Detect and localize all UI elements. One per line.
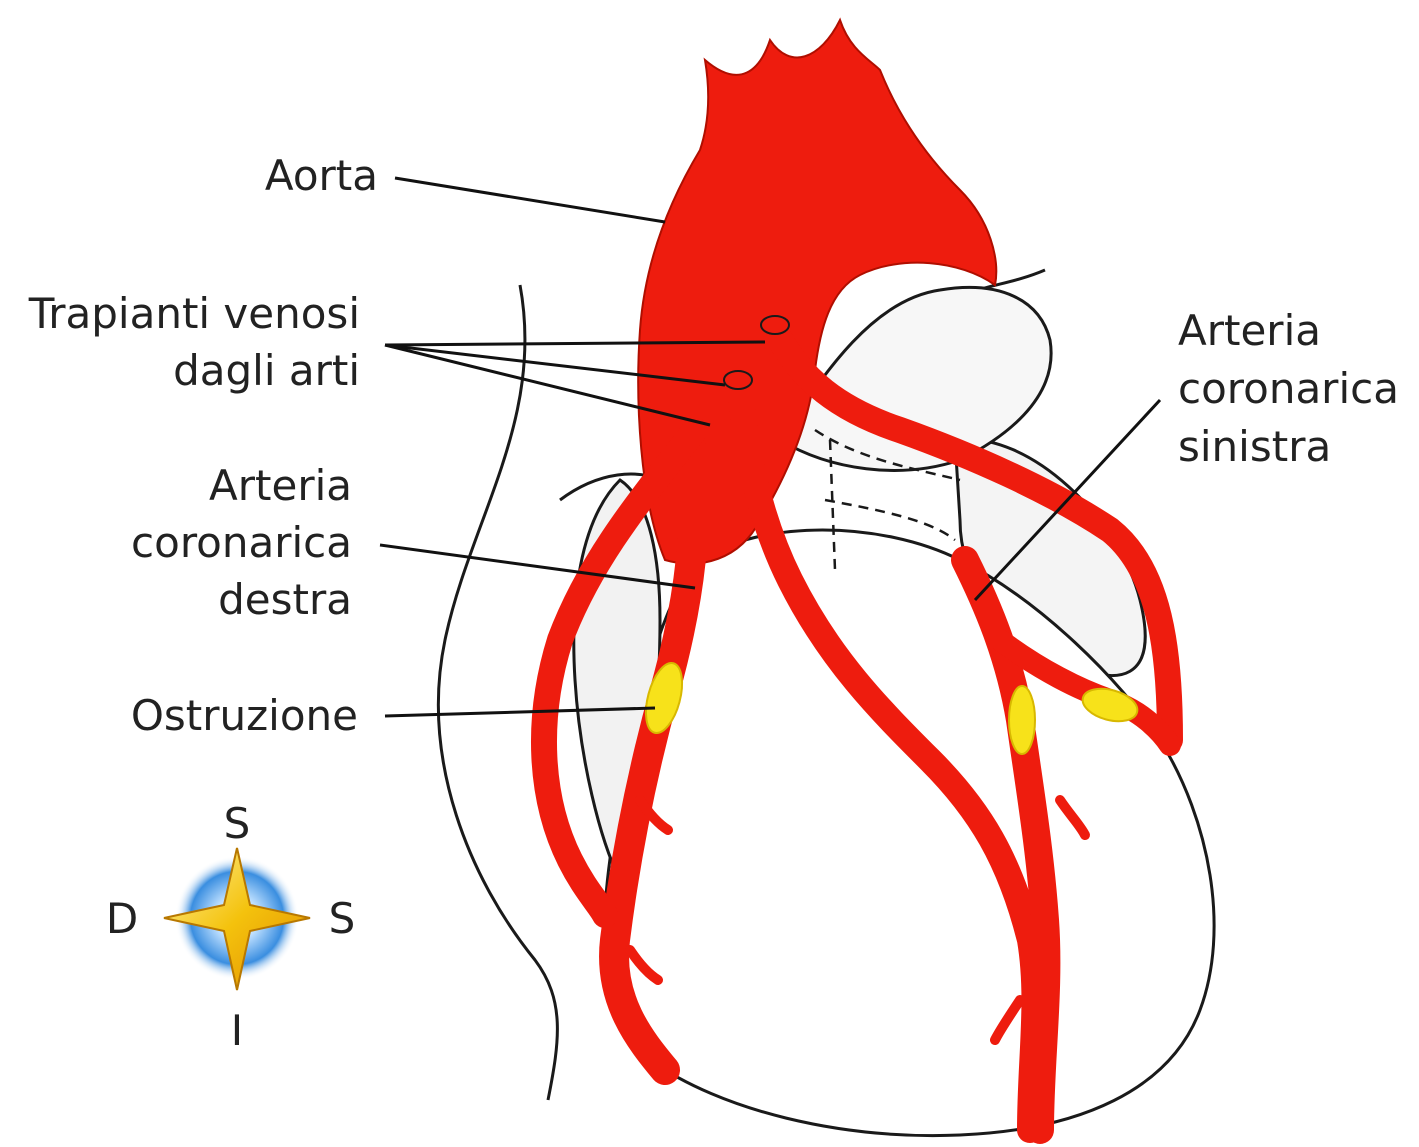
- obstruction-left-1: [1009, 686, 1035, 754]
- label-right-coronary-line3: destra: [218, 575, 352, 624]
- compass-star-icon: [164, 848, 310, 990]
- label-left-coronary-line1: Arteria: [1178, 306, 1321, 355]
- compass-bottom: I: [231, 1006, 243, 1055]
- label-aorta: Aorta: [265, 151, 378, 200]
- label-grafts-line1: Trapianti venosi: [28, 289, 360, 338]
- compass: S D S I: [106, 799, 356, 1055]
- label-right-coronary-line1: Arteria: [209, 461, 352, 510]
- compass-left: D: [106, 894, 138, 943]
- label-right-coronary-line2: coronarica: [131, 518, 352, 567]
- compass-right: S: [329, 894, 356, 943]
- label-left-coronary-line2: coronarica: [1178, 364, 1399, 413]
- compass-top: S: [224, 799, 251, 848]
- label-left-coronary-line3: sinistra: [1178, 422, 1331, 471]
- label-obstruction: Ostruzione: [131, 691, 358, 740]
- label-grafts-line2: dagli arti: [173, 346, 360, 395]
